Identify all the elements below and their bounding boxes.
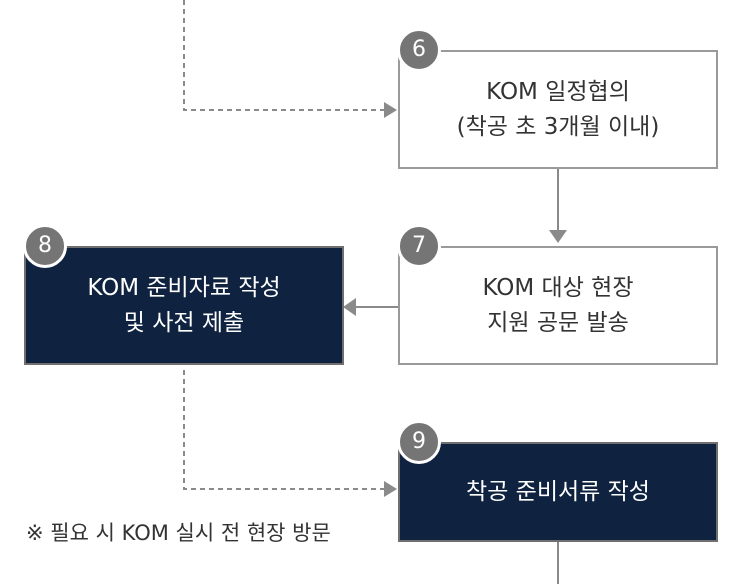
step-9-box: 착공 준비서류 작성 [398,442,718,542]
dashed-connector-to-step-6 [183,0,384,111]
step-6-line-1: KOM 일정협의 [486,78,630,105]
step-8-box: KOM 준비자료 작성 및 사전 제출 [24,246,344,365]
arrowhead-to-step-6 [384,102,397,118]
arrowhead-to-step-8 [343,298,356,316]
arrowhead-to-step-9 [384,481,397,497]
step-6-badge: 6 [397,28,441,72]
step-7-box: KOM 대상 현장 지원 공문 발송 [398,246,718,365]
arrowhead-to-step-7 [549,230,567,243]
dashed-connector-step-8-to-9 [183,370,384,490]
step-7-line-1: KOM 대상 현장 [482,274,634,301]
footnote: ※ 필요 시 KOM 실시 전 현장 방문 [26,521,331,545]
step-7-badge: 7 [397,224,441,268]
step-9-line-1: 착공 준비서류 작성 [466,478,650,505]
step-9-badge: 9 [397,420,441,464]
step-8-badge: 8 [23,224,67,268]
step-6-box: KOM 일정협의 (착공 초 3개월 이내) [398,50,718,169]
step-8-line-1: KOM 준비자료 작성 [87,274,281,301]
step-7-line-2: 지원 공문 발송 [487,309,629,336]
step-8-line-2: 및 사전 제출 [123,309,245,336]
step-6-line-2: (착공 초 3개월 이내) [456,113,660,140]
